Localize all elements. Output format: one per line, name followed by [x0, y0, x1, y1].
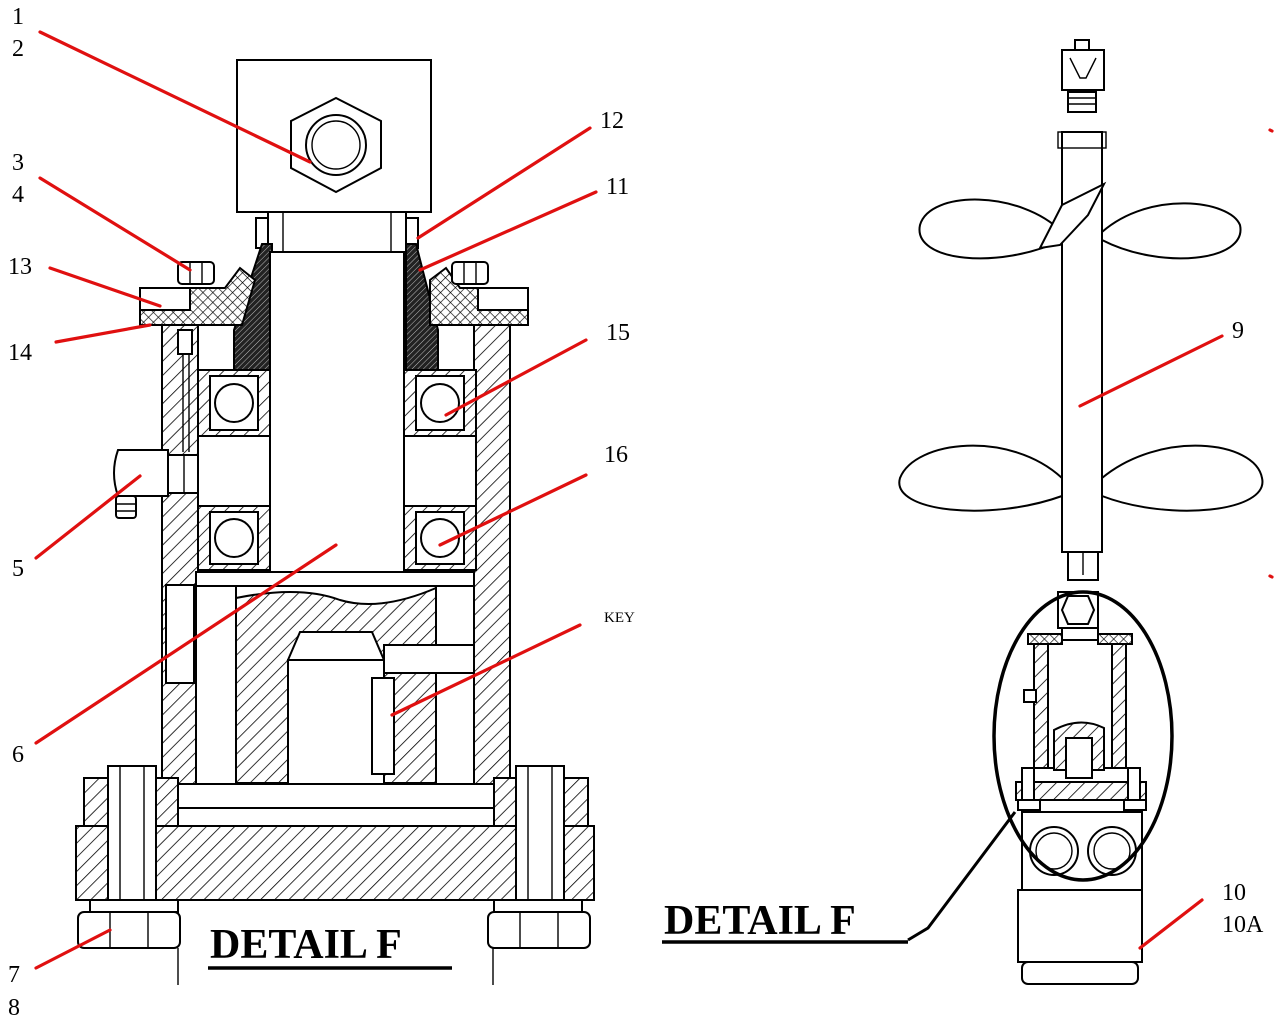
nut-left [77, 911, 181, 949]
callout-3: 3 [12, 150, 24, 176]
detail-f-pointer [907, 811, 1017, 942]
callout-7: 7 [8, 962, 20, 988]
leader-10 [1138, 898, 1204, 950]
detail-f-ellipse [992, 590, 1174, 882]
leader-12 [416, 126, 592, 240]
callout-6: 6 [12, 742, 24, 768]
callout-1: 1 [12, 4, 24, 30]
base-plate [75, 825, 595, 901]
base-plate-top [175, 783, 497, 809]
callout-5: 5 [12, 556, 24, 582]
leader-11 [418, 190, 598, 272]
callout-13: 13 [8, 254, 32, 280]
callout-10a: 10A [1222, 912, 1264, 938]
lower-bearing [197, 505, 477, 571]
callout-8: 8 [8, 995, 20, 1021]
callout-15: 15 [606, 320, 630, 346]
base-bolt-right [515, 765, 565, 901]
bearing-spacer-left [197, 435, 271, 507]
callout-2: 2 [12, 36, 24, 62]
key [371, 677, 395, 775]
callout-key: KEY [604, 610, 635, 626]
base-bolt-left [107, 765, 157, 901]
title-left: DETAIL F [210, 922, 402, 968]
shaft [269, 251, 405, 573]
leader-7 [34, 928, 112, 970]
top-cap [1061, 49, 1105, 91]
title-right: DETAIL F [664, 898, 856, 944]
callout-4: 4 [12, 182, 24, 208]
leader-lines [34, 30, 1224, 970]
callout-9: 9 [1232, 318, 1244, 344]
callout-labels: 1 2 3 4 13 14 5 6 7 8 12 11 15 16 KEY 9 … [8, 4, 1264, 1021]
neck [267, 211, 407, 253]
flange-bolt-right [451, 261, 489, 285]
leader-3 [38, 176, 192, 272]
callout-16: 16 [604, 442, 628, 468]
housing-wall-right [473, 324, 511, 786]
leader-15 [444, 338, 588, 417]
overall-assembly [898, 39, 1274, 985]
upper-propeller [918, 198, 1063, 260]
bearing-spacer-right [403, 435, 477, 507]
lower-propeller [898, 444, 1063, 512]
callout-12: 12 [600, 108, 624, 134]
leader-9 [1078, 334, 1224, 408]
leader-key [390, 623, 582, 717]
leader-16 [438, 473, 588, 547]
nut-right [487, 911, 591, 949]
leader-6 [34, 543, 338, 745]
small-base [1015, 781, 1147, 801]
hex-nut-bore [305, 114, 367, 176]
callout-14: 14 [8, 340, 32, 366]
titles: DETAIL F DETAIL F [208, 898, 908, 970]
detail-f-section [75, 59, 595, 985]
leader-13 [48, 266, 162, 308]
leader-5 [34, 474, 142, 560]
motor-body [1017, 889, 1143, 963]
housing-wall-left [161, 324, 199, 786]
callout-10: 10 [1222, 880, 1246, 906]
seal-right [405, 243, 439, 371]
leader-14 [54, 323, 152, 344]
callout-11: 11 [606, 174, 629, 200]
leader-1 [38, 30, 312, 164]
